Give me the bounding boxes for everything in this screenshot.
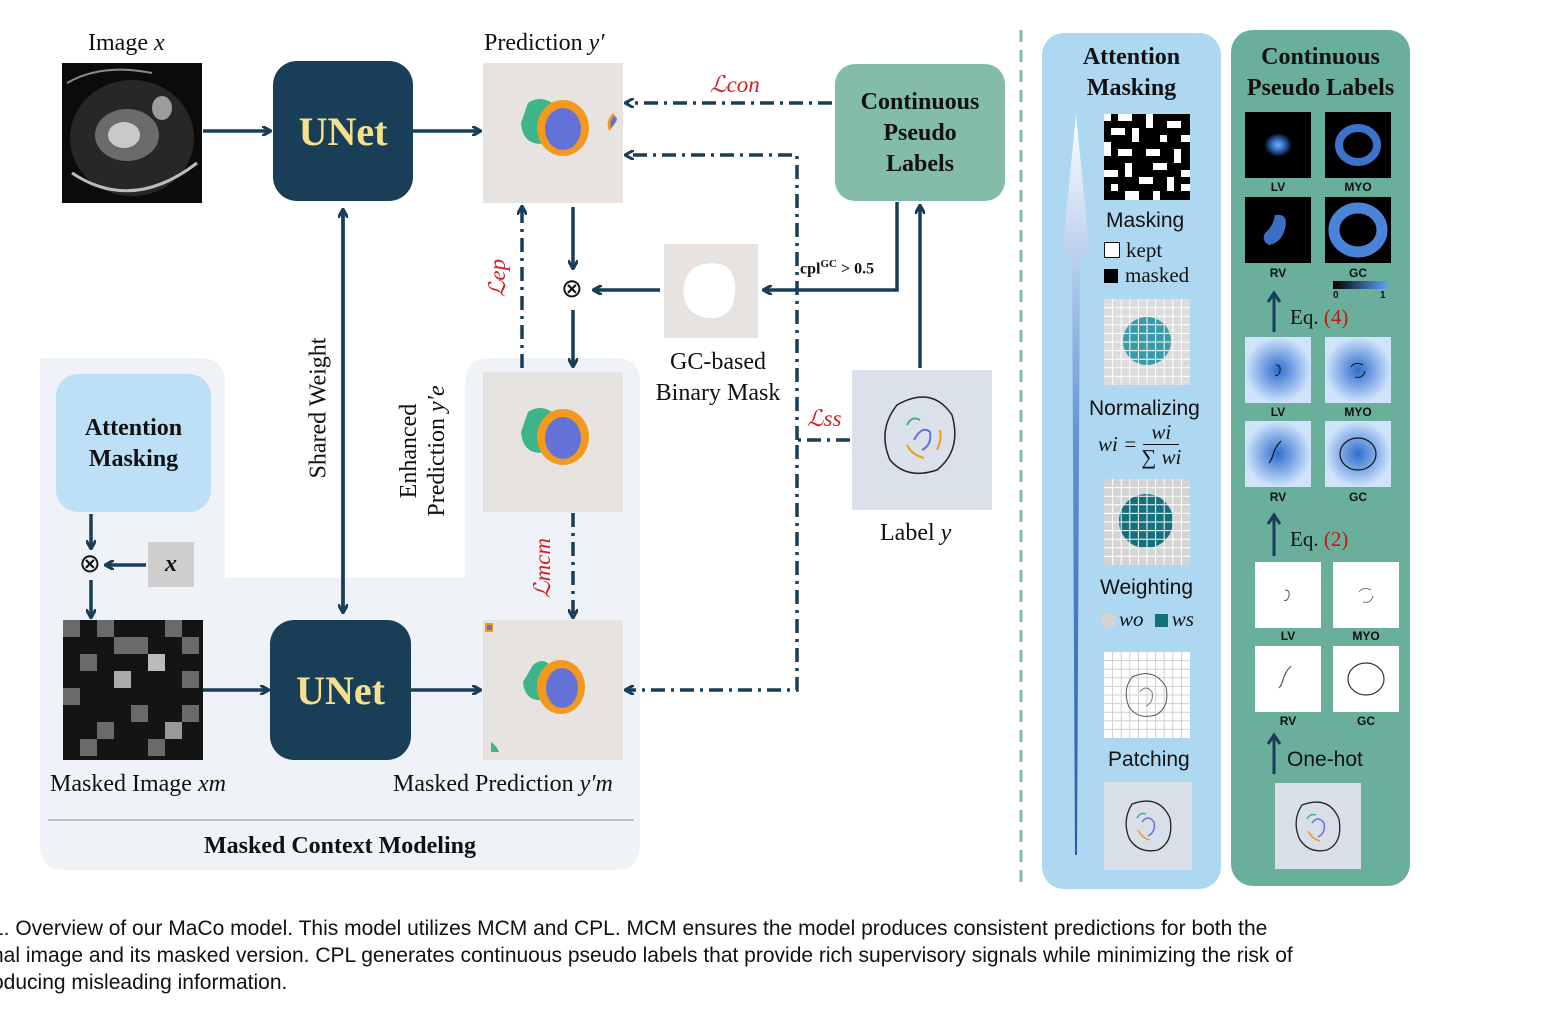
cpl-map-rv [1245,197,1311,263]
cpl-row5-myo: MYO [1352,629,1380,643]
cpl-row6-rv: RV [1279,714,1297,728]
enhanced-prediction-map [483,372,623,512]
cpl-row4-gc: GC [1349,490,1367,504]
eq2-label: Eq. (2) [1290,527,1349,551]
multiply-symbol-top: ⊗ [561,274,583,303]
patching-grid [1104,652,1190,738]
dist-map-myo [1325,337,1391,403]
onehot-rv [1255,646,1321,712]
unet-bottom: UNet [270,620,411,760]
cpl-row4-rv: RV [1269,490,1287,504]
normalizing-label: Normalizing [1089,397,1200,420]
onehot-myo [1333,562,1399,628]
input-mri-image [62,63,202,203]
cpl-row1-lv: LV [1270,180,1286,194]
cpl-row3-myo: MYO [1344,405,1372,419]
masked-prediction-label: Masked Prediction y′m [393,771,613,797]
weighting-legend: wo ws [1102,607,1194,632]
normalized-weight-grid [1104,299,1190,385]
random-mask-pattern [1104,114,1190,200]
patching-label: Patching [1108,748,1190,771]
caption-line-1: 1. Overview of our MaCo model. This mode… [0,917,1268,940]
unet-top: UNet [273,61,413,201]
caption-line-3: oducing misleading information. [0,971,288,994]
cpl-threshold-label: cplGC > 0.5 [800,258,875,278]
loss-con: ℒcon [710,72,760,97]
dist-map-gc [1325,421,1391,487]
attention-masking-box [56,374,211,512]
masked-image [63,620,203,760]
legend-kept: kept [1104,238,1162,263]
dist-map-rv [1245,421,1311,487]
weighting-grid [1104,479,1190,565]
prediction-label: Prediction y′ [484,30,605,56]
figure-caption: 1. Overview of our MaCo model. This mode… [0,915,1550,996]
masked-image-label: Masked Image xm [50,771,226,797]
loss-mcm: ℒmcm [530,538,555,598]
masking-label: Masking [1106,209,1185,232]
masked-prediction-map [483,620,623,760]
colorbar [1333,281,1387,289]
onehot-gc [1333,646,1399,712]
patching-input-label [1104,782,1192,870]
cpl-box [835,64,1005,201]
attention-progress-arrow [1062,115,1090,855]
x-input-box: x [148,542,194,587]
image-label: Image x [88,30,165,56]
cpl-map-myo [1325,112,1391,178]
cpl-row2-gc: GC [1349,266,1367,280]
cpl-row6-gc: GC [1357,714,1375,728]
onehot-label: One-hot [1287,748,1363,771]
caption-line-2: nal image and its masked version. CPL ge… [0,944,1293,967]
gc-binary-mask [664,244,758,338]
cpl-row1-myo: MYO [1344,180,1372,194]
prediction-map [483,63,623,203]
dist-map-lv [1245,337,1311,403]
label-scribble-image [852,370,992,510]
normalizing-formula: wi = wi ∑ wi [1098,420,1182,469]
loss-ep: ℒep [485,258,510,298]
cpl-row2-rv: RV [1269,266,1287,280]
cpl-row3-lv: LV [1270,405,1286,419]
onehot-lv [1255,562,1321,628]
weighting-label: Weighting [1100,576,1194,599]
legend-masked: masked [1104,263,1189,288]
cpl-input-label [1275,783,1361,869]
multiply-symbol-bottom: ⊗ [79,549,101,578]
colorbar-max: 1 [1380,290,1386,301]
eq4-label: Eq. (4) [1290,305,1349,329]
cpl-map-gc [1325,197,1391,263]
mcm-title: Masked Context Modeling [204,833,476,859]
label-y-text: Label y [880,520,952,546]
colorbar-min: 0 [1333,290,1339,301]
loss-ss: ℒss [807,406,842,431]
cpl-row5-lv: LV [1280,629,1296,643]
cpl-map-lv [1245,112,1311,178]
shared-weight-label: Shared Weight [305,337,332,479]
